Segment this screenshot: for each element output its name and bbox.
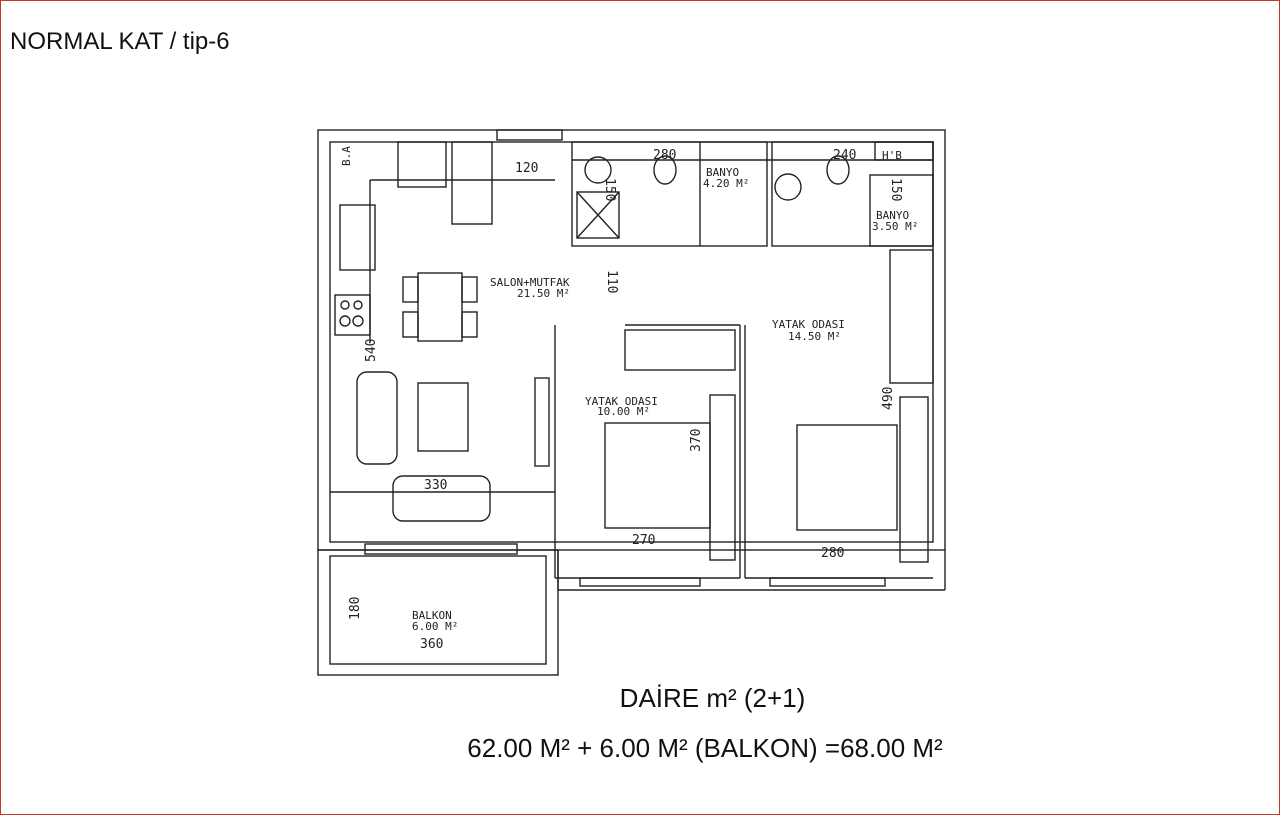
- svg-text:6.00 M²: 6.00 M²: [412, 620, 458, 633]
- svg-text:330: 330: [424, 478, 447, 493]
- svg-text:BANYO: BANYO: [706, 166, 739, 179]
- svg-text:370: 370: [689, 429, 704, 452]
- svg-text:110: 110: [604, 270, 619, 293]
- area-summary: 62.00 M² + 6.00 M² (BALKON) =68.00 M²: [467, 733, 943, 763]
- svg-text:BALKON: BALKON: [412, 609, 452, 622]
- svg-text:240: 240: [833, 148, 856, 163]
- svg-text:4.20 M²: 4.20 M²: [703, 177, 749, 190]
- svg-text:120: 120: [515, 161, 538, 176]
- svg-text:540: 540: [364, 339, 379, 362]
- svg-text:150: 150: [602, 178, 617, 201]
- plan-labels: B.A H'B SALON+MUTFAK 21.50 M² BANYO 4.20…: [340, 146, 918, 633]
- plan-title: NORMAL KAT / tip-6: [10, 28, 230, 55]
- svg-text:SALON+MUTFAK: SALON+MUTFAK: [490, 276, 570, 289]
- svg-text:14.50 M²: 14.50 M²: [788, 330, 841, 343]
- svg-text:270: 270: [632, 533, 655, 548]
- svg-text:360: 360: [420, 637, 443, 652]
- svg-text:280: 280: [653, 148, 676, 163]
- svg-text:H'B: H'B: [882, 149, 902, 162]
- svg-text:10.00 M²: 10.00 M²: [597, 405, 650, 418]
- svg-text:280: 280: [821, 546, 844, 561]
- svg-text:3.50 M²: 3.50 M²: [872, 220, 918, 233]
- apartment-type: DAİRE m² (2+1): [619, 683, 806, 713]
- svg-text:490: 490: [881, 387, 896, 410]
- svg-text:180: 180: [348, 597, 363, 620]
- walls: [317, 129, 946, 676]
- svg-text:YATAK ODASI: YATAK ODASI: [772, 318, 845, 331]
- svg-text:21.50 M²: 21.50 M²: [517, 287, 570, 300]
- dimensions: 120 150 110 280 240 150 540 490 370 330 …: [348, 148, 903, 652]
- svg-text:150: 150: [888, 178, 903, 201]
- svg-text:BANYO: BANYO: [876, 209, 909, 222]
- svg-text:B.A: B.A: [340, 146, 353, 166]
- svg-text:YATAK ODASI: YATAK ODASI: [585, 395, 658, 408]
